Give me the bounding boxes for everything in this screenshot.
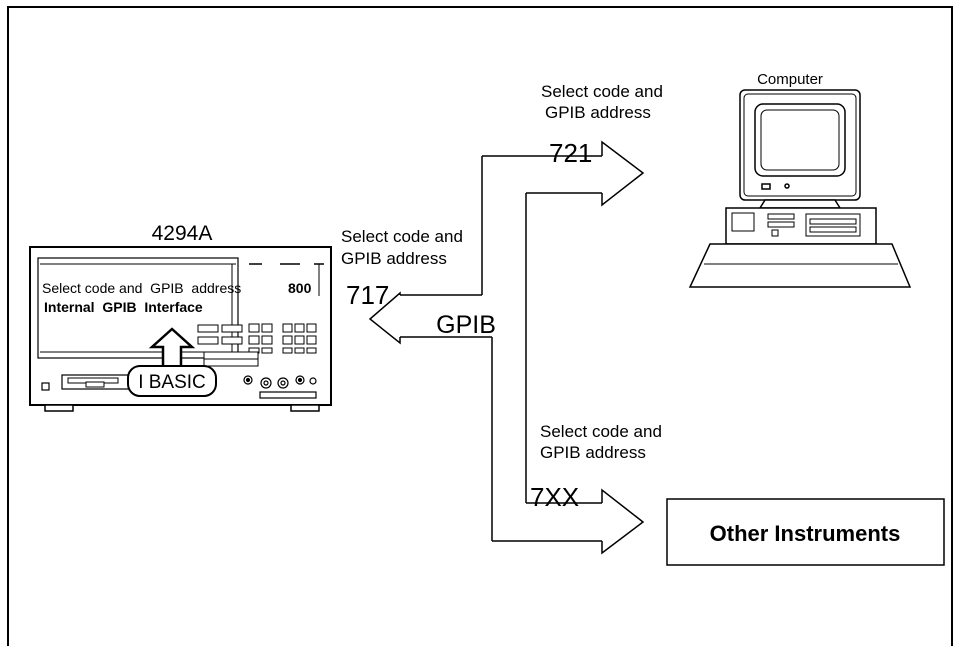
instrument-link-caption-1: Select code and — [341, 227, 463, 246]
power-switch — [41, 382, 50, 391]
computer-label: Computer — [757, 71, 823, 88]
computer-caption-2: GPIB address — [545, 103, 651, 122]
ibasic-box — [127, 365, 217, 397]
computer-address: 721 — [549, 138, 592, 168]
internal-gpib-interface-text: Internal GPIB Interface — [44, 299, 203, 315]
instrument-select-code-text: Select code and GPIB address — [42, 280, 241, 296]
computer-icon — [688, 89, 912, 288]
gpib-bus-label: GPIB — [436, 311, 496, 339]
gpib-bus — [368, 142, 643, 476]
ibasic-label: I BASIC — [138, 372, 206, 393]
other-caption-1: Select code and — [540, 422, 662, 441]
arrow-to-instrument — [368, 142, 643, 476]
instrument-link-caption-2: GPIB address — [341, 249, 447, 268]
other-instruments-box — [666, 498, 945, 566]
instrument-model-label: 4294A — [152, 222, 213, 245]
other-address: 7XX — [530, 482, 579, 512]
instrument-foot-left — [44, 404, 74, 412]
other-caption-2: GPIB address — [540, 443, 646, 462]
computer-caption-1: Select code and — [541, 82, 663, 101]
instrument-connectors — [243, 375, 317, 399]
instrument-keypad — [197, 323, 317, 367]
diagram-border — [7, 6, 953, 646]
other-instruments-label: Other Instruments — [710, 521, 901, 546]
instrument-4294a: 4294A Select code and GPIB — [29, 222, 332, 412]
gpib-bus-lines — [368, 140, 645, 555]
instrument-address-800: 800 — [288, 280, 312, 296]
instrument-link-address: 717 — [346, 280, 389, 310]
instrument-foot-right — [290, 404, 320, 412]
